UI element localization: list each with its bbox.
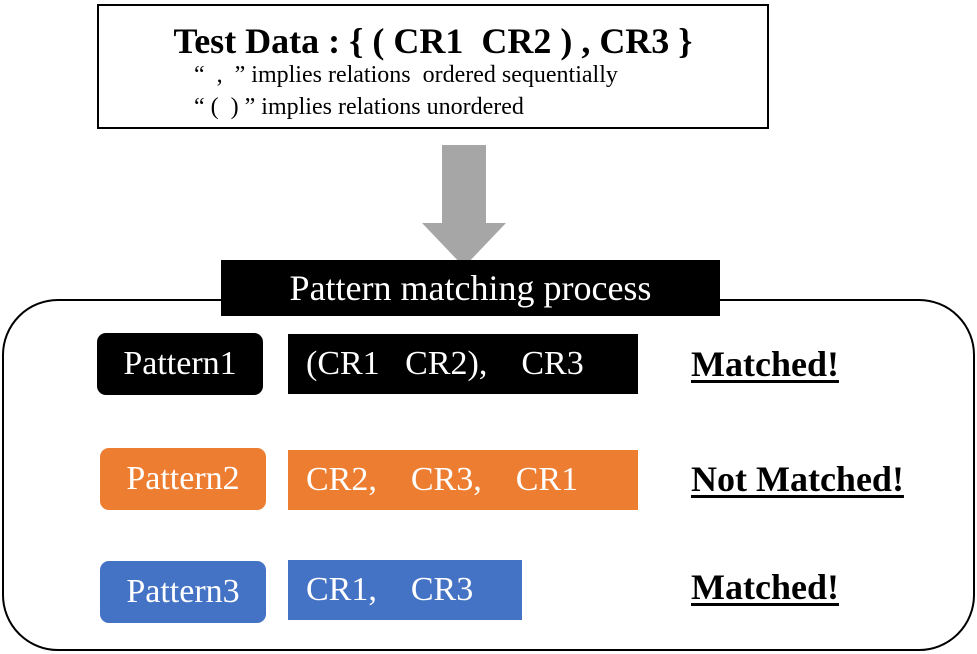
test-data-box: Test Data : { ( CR1 CR2 ) , CR3 } “ , ” … (97, 4, 769, 129)
test-data-title: Test Data : { ( CR1 CR2 ) , CR3 } (173, 21, 693, 61)
process-title: Pattern matching process (221, 260, 720, 316)
pattern2-sequence: CR2, CR3, CR1 (288, 450, 638, 510)
pattern1-sequence: (CR1 CR2), CR3 (288, 334, 638, 394)
pattern1-result: Matched! (691, 344, 839, 384)
down-arrow-icon (422, 145, 506, 267)
pattern2-result: Not Matched! (691, 459, 904, 499)
note-unordered: “ ( ) ” implies relations unordered (194, 94, 524, 120)
pattern3-sequence: CR1, CR3 (288, 560, 522, 620)
pattern2-label: Pattern2 (100, 448, 266, 510)
pattern1-label: Pattern1 (97, 333, 263, 395)
pattern3-label: Pattern3 (100, 561, 266, 623)
pattern3-result: Matched! (691, 567, 839, 607)
note-sequential: “ , ” implies relations ordered sequenti… (194, 62, 618, 88)
